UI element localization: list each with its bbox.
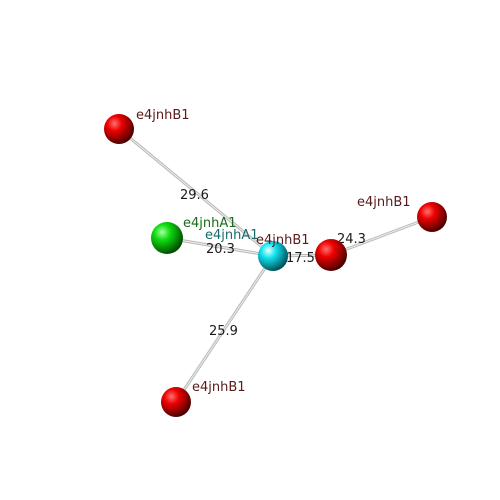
- edge-center-green: [165, 236, 275, 258]
- edge-center-bottom: [174, 254, 275, 404]
- node-right-near[interactable]: [315, 239, 347, 271]
- node-label-top-left: e4jnhB1: [136, 108, 190, 123]
- distance-label-top-left: 29.6: [180, 188, 209, 203]
- node-label-center: e4jnhA1: [205, 228, 259, 243]
- distance-label-green: 20.3: [206, 242, 235, 257]
- node-green[interactable]: [151, 222, 183, 254]
- distance-label-right-far: 24.3: [337, 232, 366, 247]
- edge-right-near-right-far: [329, 215, 434, 257]
- node-center[interactable]: [258, 241, 288, 271]
- distance-label-bottom: 25.9: [209, 324, 238, 339]
- node-label-right-far: e4jnhB1: [357, 195, 411, 210]
- distance-label-right-near: 17.5: [286, 251, 315, 266]
- node-label-right-near: e4jnhB1: [256, 233, 310, 248]
- node-top-left[interactable]: [104, 114, 134, 144]
- node-bottom[interactable]: [161, 387, 191, 417]
- node-label-green: e4jnhA1: [183, 216, 237, 231]
- node-label-bottom: e4jnhB1: [192, 380, 246, 395]
- edge-center-top-left: [117, 127, 275, 258]
- node-right-far[interactable]: [417, 202, 447, 232]
